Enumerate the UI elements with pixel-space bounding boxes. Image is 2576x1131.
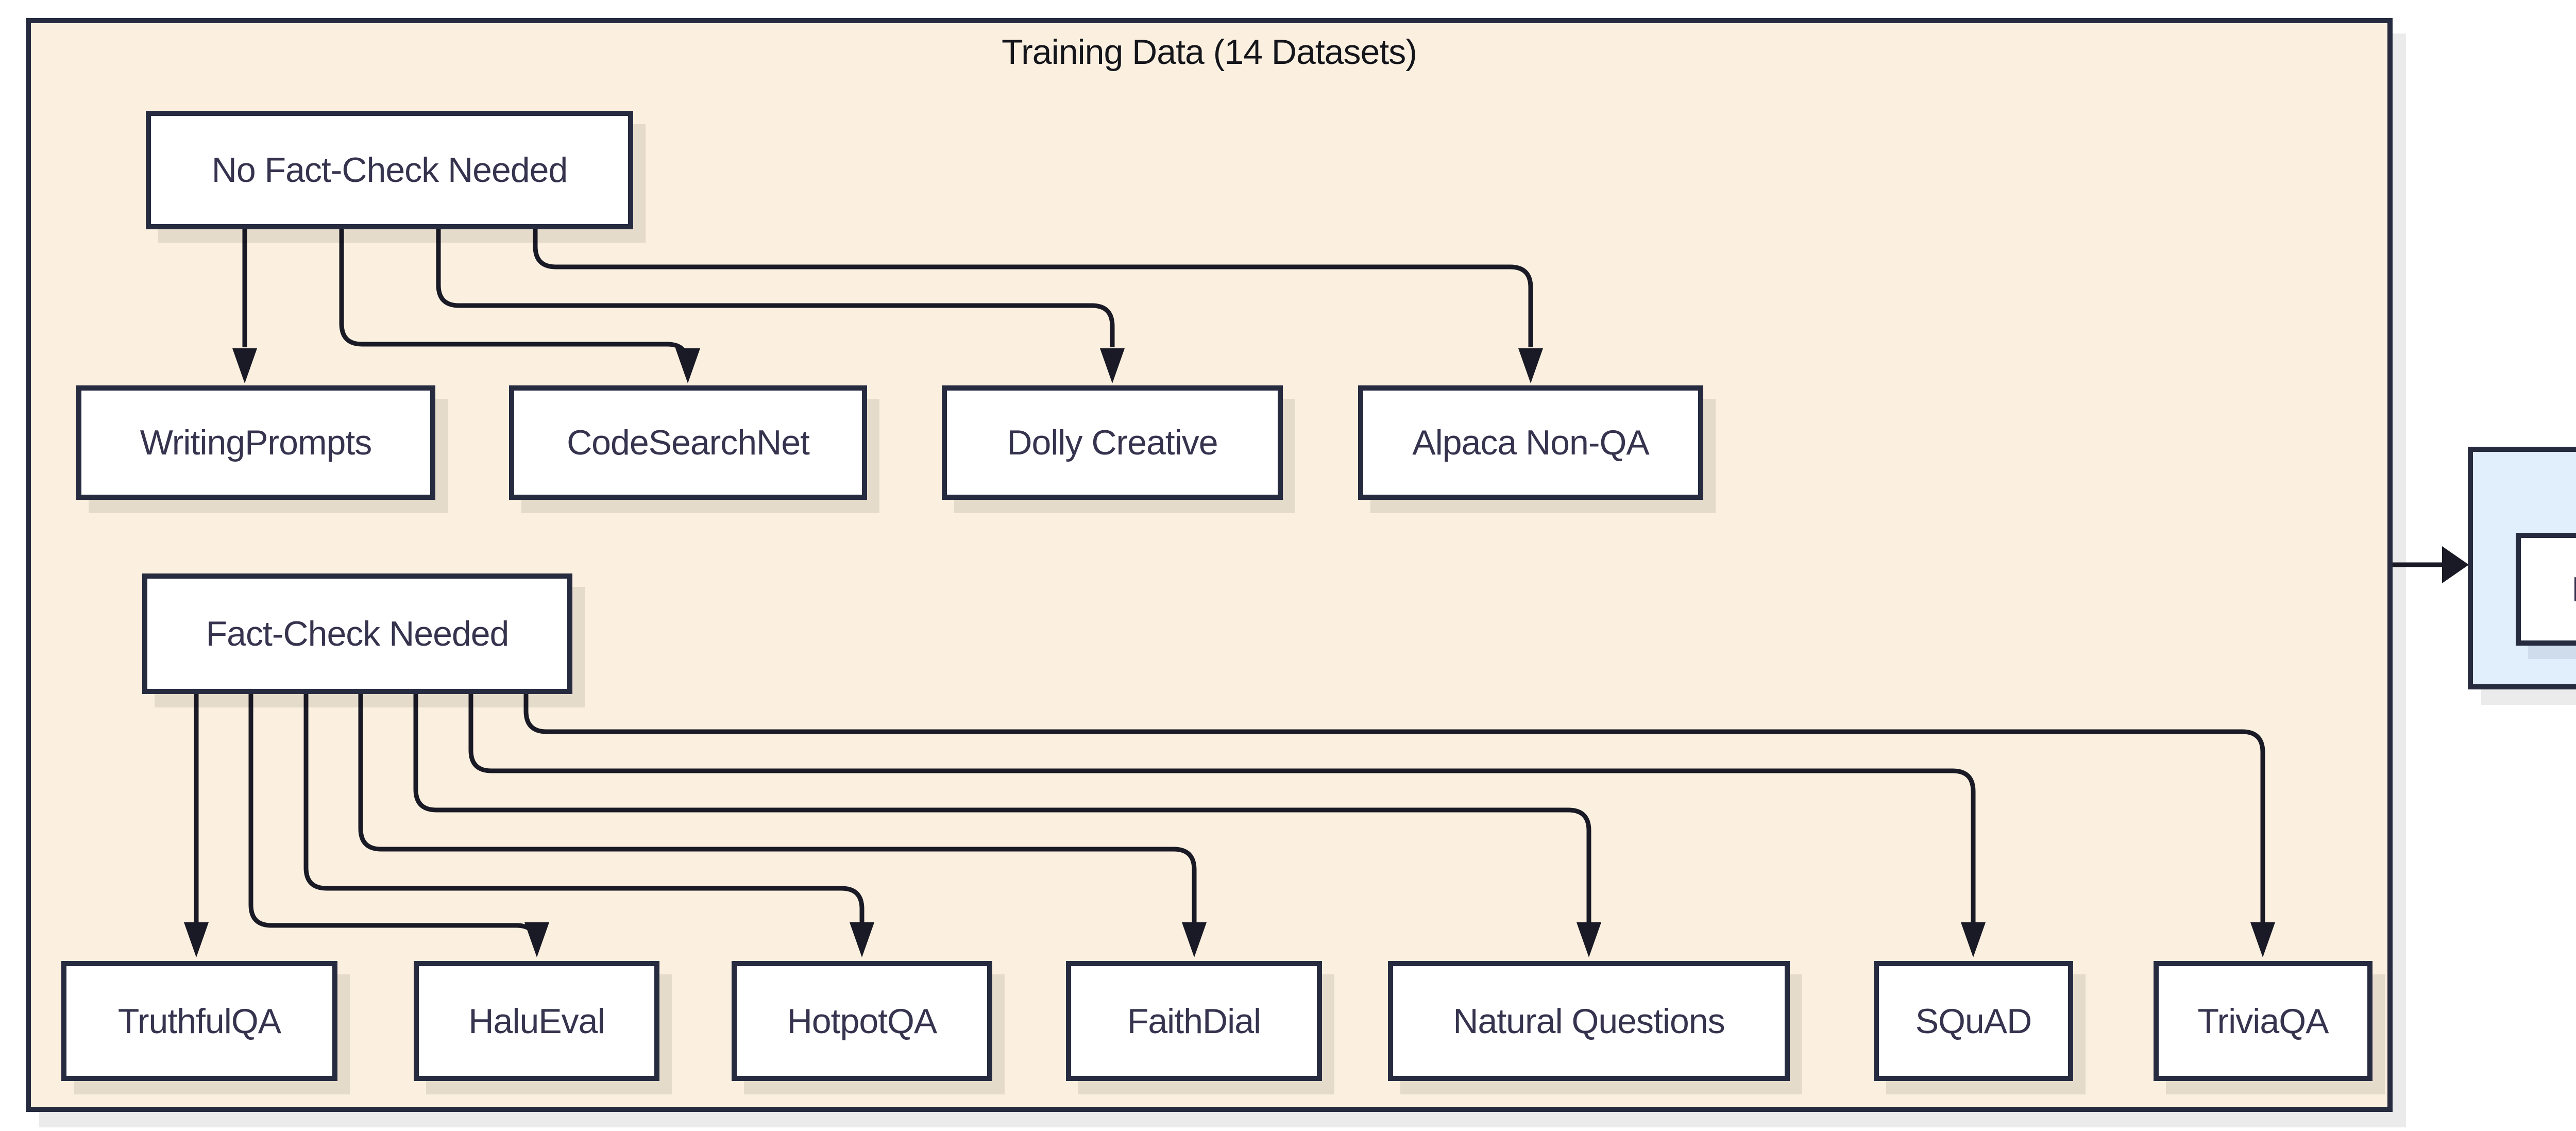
node-label: TruthfulQA bbox=[117, 1001, 281, 1041]
node-writingprompts: WritingPrompts bbox=[76, 385, 435, 500]
node-label: HotpotQA bbox=[787, 1001, 938, 1041]
node-triviaqa: TriviaQA bbox=[2154, 961, 2372, 1081]
node-modernbert-base: ModernBERT Base bbox=[2516, 533, 2576, 646]
node-label: ModernBERT Base bbox=[2571, 569, 2576, 610]
arrowhead-main bbox=[2442, 546, 2469, 583]
node-halueval: HaluEval bbox=[414, 961, 659, 1081]
node-fact-check: Fact-Check Needed bbox=[142, 573, 572, 694]
node-label: HaluEval bbox=[468, 1001, 605, 1041]
node-label: Alpaca Non-QA bbox=[1412, 423, 1649, 462]
training-data-title: Training Data (14 Datasets) bbox=[1002, 32, 1417, 72]
node-alpaca-non-qa: Alpaca Non-QA bbox=[1358, 385, 1703, 500]
node-label: SQuAD bbox=[1915, 1001, 2032, 1041]
node-label: Dolly Creative bbox=[1007, 423, 1218, 462]
node-natural-questions: Natural Questions bbox=[1388, 961, 1790, 1081]
node-label: FaithDial bbox=[1127, 1001, 1261, 1041]
node-dolly-creative: Dolly Creative bbox=[942, 385, 1283, 500]
node-squad: SQuAD bbox=[1874, 961, 2073, 1081]
node-label: TriviaQA bbox=[2197, 1001, 2329, 1041]
edge-training-to-sentinel bbox=[2393, 546, 2469, 583]
node-hotpotqa: HotpotQA bbox=[732, 961, 992, 1081]
node-label: Natural Questions bbox=[1453, 1001, 1725, 1041]
node-truthfulqa: TruthfulQA bbox=[61, 961, 337, 1081]
node-label: No Fact-Check Needed bbox=[211, 150, 568, 190]
node-label: WritingPrompts bbox=[140, 423, 372, 462]
node-no-fact-check: No Fact-Check Needed bbox=[146, 111, 633, 229]
sentinel-title: HaluGate Sentinel bbox=[2468, 460, 2576, 500]
node-label: Fact-Check Needed bbox=[206, 614, 510, 653]
node-label: CodeSearchNet bbox=[567, 423, 810, 462]
node-faithdial: FaithDial bbox=[1066, 961, 1322, 1081]
node-codesearchnet: CodeSearchNet bbox=[509, 385, 867, 500]
